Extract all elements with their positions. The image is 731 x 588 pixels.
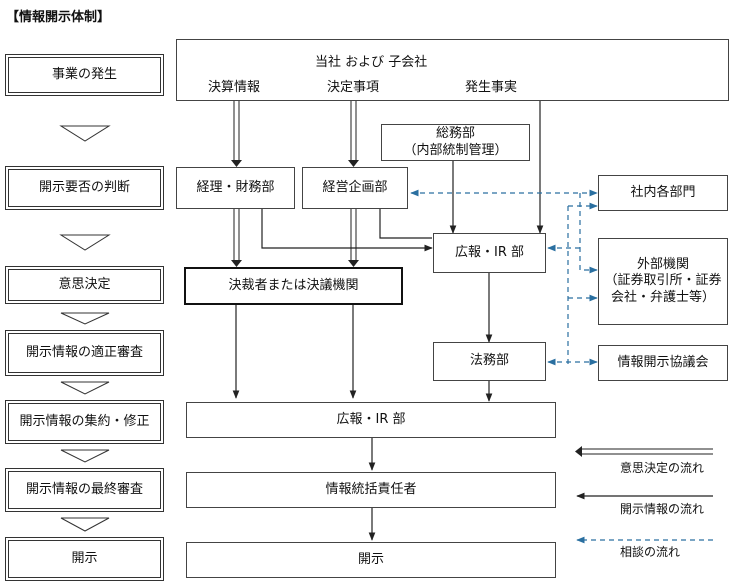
company-title: 当社 および 子会社 (315, 55, 428, 70)
legend-consult: 相談の流れ (620, 545, 681, 559)
step-label: 開示情報の適正審査 (25, 344, 143, 360)
shanai-box: 社内各部門 (598, 175, 728, 211)
gaibu-box: 外部機関 （証券取引所・証券 会社・弁護士等） (598, 238, 728, 325)
keiri-label: 経理・財務部 (196, 179, 275, 195)
pr-ir-box-upper: 広報・IR 部 (433, 233, 546, 273)
gaibu-name: 外部機関 (636, 257, 689, 273)
step-chevron (59, 125, 111, 142)
pr-ir-lower-label: 広報・IR 部 (336, 411, 406, 427)
soumu-sub: （内部統制管理） (403, 142, 508, 158)
source-kettei: 決定事項 (327, 80, 380, 95)
soumu-name: 総務部 (435, 126, 475, 142)
kaiji-label: 開示 (357, 551, 384, 567)
step-chevron (60, 312, 110, 325)
gaibu-sub-2: 会社・弁護士等） (610, 289, 715, 305)
houmu-box: 法務部 (433, 342, 546, 381)
shanai-label: 社内各部門 (630, 184, 696, 200)
company-box (176, 39, 729, 101)
step-label: 意思決定 (58, 276, 111, 292)
step-kaiji: 開示 (5, 537, 164, 581)
page-title: 【情報開示体制】 (6, 10, 111, 25)
kessai-label: 決裁者または決議機関 (228, 277, 359, 293)
keiei-label: 経営企画部 (322, 179, 388, 195)
keiri-box: 経理・財務部 (176, 167, 295, 209)
source-kessan: 決算情報 (208, 80, 261, 95)
kyogikai-label: 情報開示協議会 (617, 354, 709, 370)
legend-info: 開示情報の流れ (620, 502, 705, 516)
step-chevron (60, 517, 110, 532)
step-label: 事業の発生 (51, 66, 117, 82)
step-shuyaku-shusei: 開示情報の集約・修正 (5, 400, 164, 444)
sekininsha-label: 情報統括責任者 (325, 481, 417, 497)
pr-ir-label: 広報・IR 部 (455, 244, 524, 260)
step-saishu-shinsa: 開示情報の最終審査 (5, 468, 164, 512)
step-label: 開示情報の集約・修正 (19, 413, 150, 429)
keiei-box: 経営企画部 (302, 167, 408, 209)
step-label: 開示 (71, 550, 98, 566)
sekininsha-box: 情報統括責任者 (186, 472, 556, 508)
step-ishi-kettei: 意思決定 (5, 266, 164, 304)
step-chevron (59, 234, 111, 251)
step-kaiji-yohi: 開示要否の判断 (5, 166, 164, 210)
kyogikai-box: 情報開示協議会 (598, 345, 728, 381)
legend-decision: 意思決定の流れ (620, 461, 705, 475)
kaiji-box: 開示 (186, 542, 556, 578)
houmu-label: 法務部 (469, 353, 509, 369)
step-label: 開示情報の最終審査 (25, 481, 143, 497)
step-chevron (60, 449, 110, 463)
step-chevron (60, 381, 110, 395)
soumu-box: 総務部 （内部統制管理） (381, 124, 530, 161)
kessai-box: 決裁者または決議機関 (184, 267, 403, 305)
source-hassei: 発生事実 (465, 80, 518, 95)
step-tekisei-shinsa: 開示情報の適正審査 (5, 330, 164, 376)
step-jigyo-hassei: 事業の発生 (5, 54, 164, 96)
step-label: 開示要否の判断 (38, 179, 130, 195)
gaibu-sub-1: （証券取引所・証券 (604, 273, 722, 289)
pr-ir-box-lower: 広報・IR 部 (186, 402, 556, 438)
